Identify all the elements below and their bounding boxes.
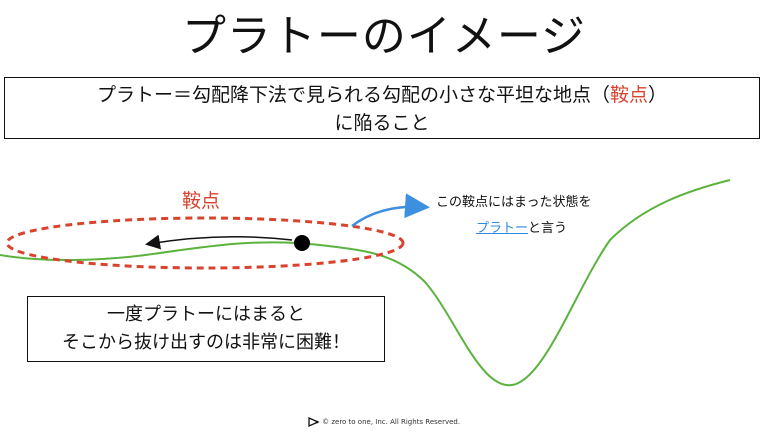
warning-line2: そこから抜け出すのは非常に困難！ bbox=[62, 332, 350, 353]
warning-line1: 一度プラトーにはまると bbox=[107, 304, 305, 325]
warning-box: 一度プラトーにはまると そこから抜け出すのは非常に困難！ bbox=[27, 296, 385, 362]
definition-accent: 鞍点 bbox=[609, 84, 648, 106]
definition-box: プラトー＝勾配降下法で見られる勾配の小さな平坦な地点（鞍点） に陥ること bbox=[4, 77, 760, 139]
definition-text: プラトー＝勾配降下法で見られる勾配の小さな平坦な地点（ bbox=[96, 84, 610, 106]
plateau-link[interactable]: プラトー bbox=[476, 221, 529, 236]
page-title: プラトーのイメージ bbox=[181, 11, 587, 62]
copyright-text: zero to one, Inc. All Rights Reserved. bbox=[331, 418, 461, 426]
note-line2: と言う bbox=[528, 221, 568, 236]
definition-close: ） bbox=[648, 84, 668, 106]
movement-arrow bbox=[145, 234, 293, 250]
ball-marker bbox=[294, 235, 310, 251]
saddle-label: 鞍点 bbox=[182, 190, 221, 212]
logo-icon bbox=[308, 417, 320, 427]
definition-line2: に陥ること bbox=[334, 112, 430, 134]
callout-arrow bbox=[351, 193, 430, 227]
note-line1: この鞍点にはまった状態を bbox=[436, 195, 592, 210]
saddle-ellipse bbox=[5, 216, 405, 270]
copyright-symbol: © bbox=[322, 418, 330, 426]
plateau-note: この鞍点にはまった状態を プラトーと言う bbox=[436, 190, 646, 242]
loss-curve bbox=[0, 179, 731, 387]
footer: © zero to one, Inc. All Rights Reserved. bbox=[0, 417, 768, 427]
